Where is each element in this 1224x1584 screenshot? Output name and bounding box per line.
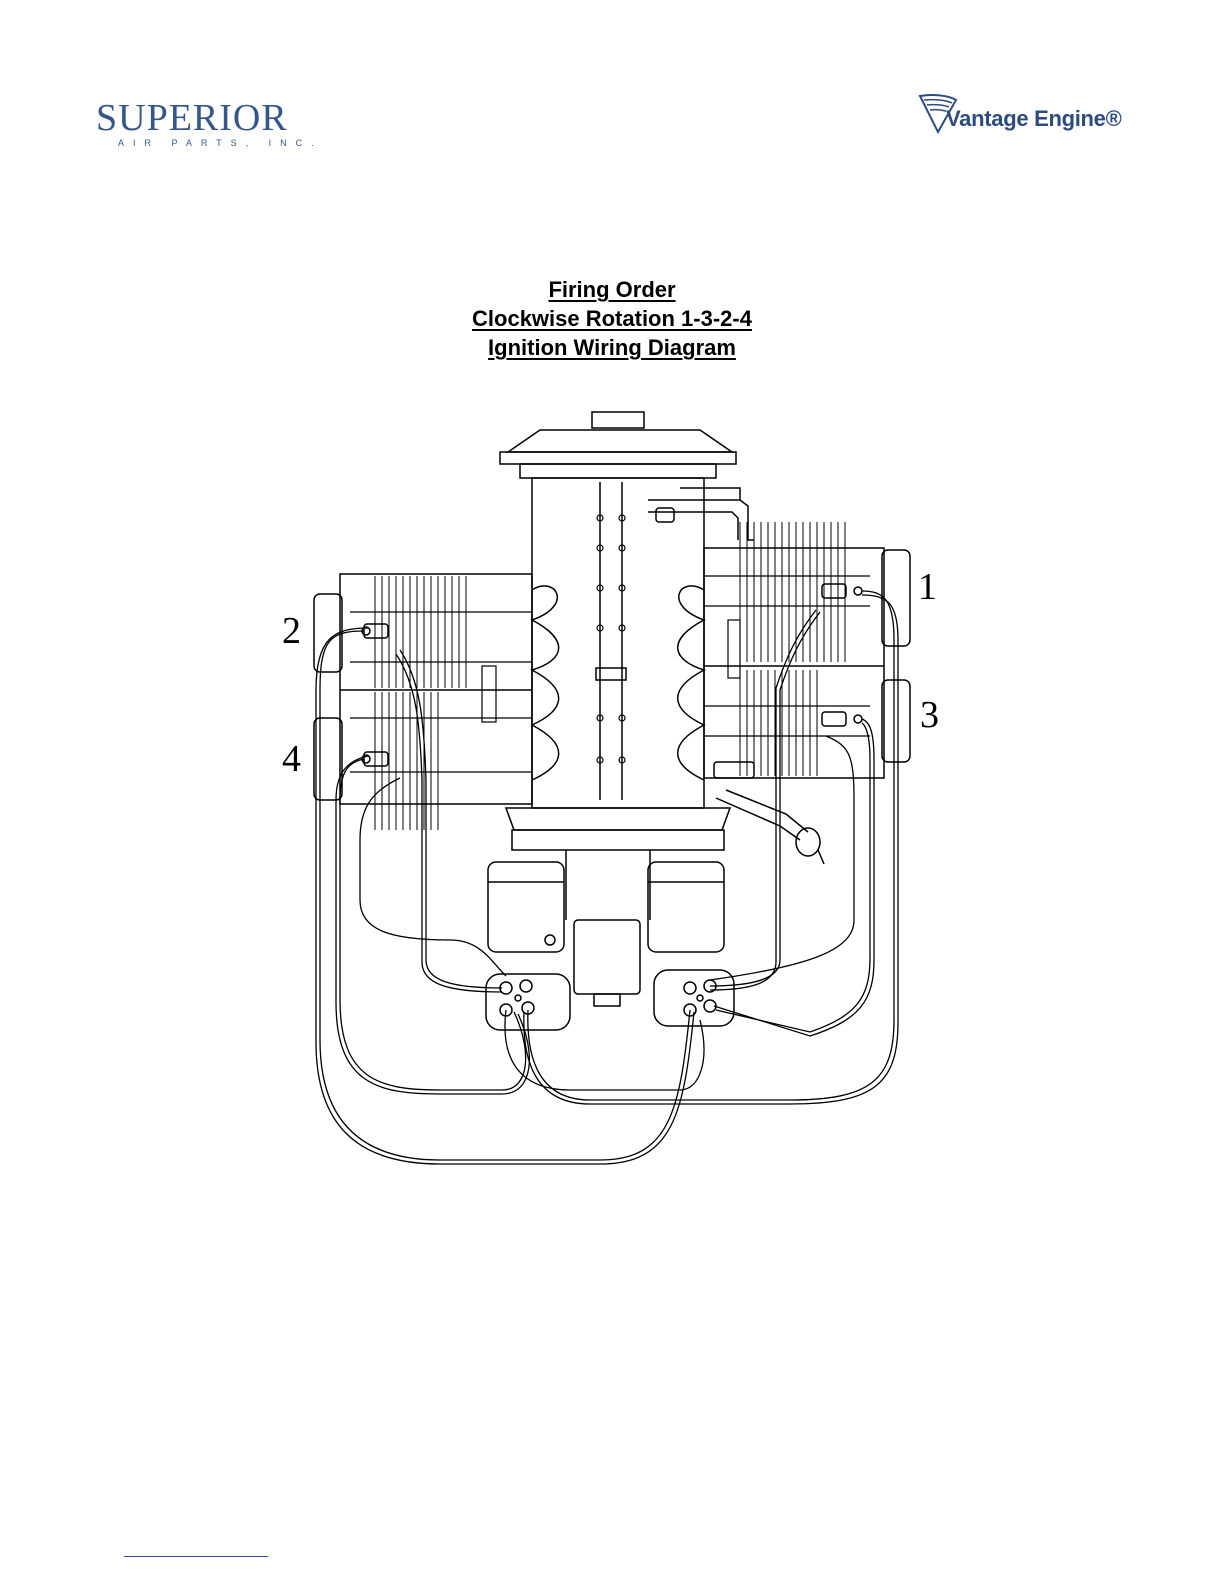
crankcase <box>532 478 704 808</box>
diagram-titles: Firing Order Clockwise Rotation 1-3-2-4 … <box>0 275 1224 362</box>
spark-plug-cyl1 <box>822 584 862 598</box>
superior-air-parts-logo: SUPERIOR AIR PARTS, INC. <box>96 98 326 154</box>
cylinder-label-2: 2 <box>282 612 301 650</box>
footnote-separator-line <box>124 1556 268 1557</box>
vantage-logo-word: Vantage Engine® <box>946 106 1122 132</box>
superior-logo-subtitle: AIR PARTS, INC. <box>118 138 323 148</box>
title-wiring-diagram: Ignition Wiring Diagram <box>0 333 1224 362</box>
engine-drawing <box>270 400 970 1180</box>
spark-plug-cyl3 <box>822 712 862 726</box>
accessory-section <box>488 808 730 1006</box>
prop-flange <box>500 412 736 478</box>
ignition-wiring-diagram: 1 2 3 4 <box>270 400 970 1180</box>
right-cylinder-bank <box>704 522 910 864</box>
left-cylinder-bank <box>314 574 532 830</box>
title-rotation: Clockwise Rotation 1-3-2-4 <box>0 304 1224 333</box>
cylinder-label-1: 1 <box>918 568 937 606</box>
left-cooling-fins <box>375 576 466 830</box>
cylinder-label-3: 3 <box>920 696 939 734</box>
intake-tube <box>648 488 754 540</box>
vantage-engine-logo: Vantage Engine® <box>918 92 1132 140</box>
superior-logo-word: SUPERIOR <box>96 98 288 138</box>
title-firing-order: Firing Order <box>0 275 1224 304</box>
case-bolts <box>597 515 625 763</box>
cylinder-label-4: 4 <box>282 740 301 778</box>
